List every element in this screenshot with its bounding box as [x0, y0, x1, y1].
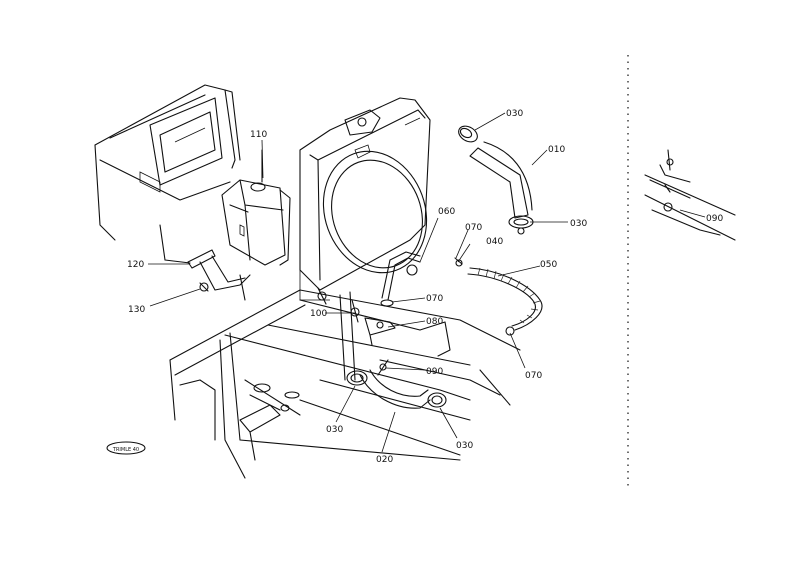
label-120: 120	[127, 260, 144, 270]
lower-hose	[346, 359, 447, 409]
reserve-tank	[221, 149, 291, 266]
upper-hose	[458, 125, 534, 235]
label-030-lower-right: 030	[456, 441, 473, 451]
label-090: 090	[426, 367, 443, 377]
label-100: 100	[310, 309, 327, 319]
label-130: 130	[128, 305, 145, 315]
label-070-bottom: 070	[525, 371, 542, 381]
label-030-top: 030	[506, 109, 523, 119]
leader-lines	[148, 112, 706, 453]
overflow-hoses	[380, 251, 543, 336]
stamp-text: TRIMLE 40	[112, 447, 139, 453]
label-060: 060	[438, 207, 455, 217]
label-030-right: 030	[570, 219, 587, 229]
detail-inset	[644, 149, 736, 241]
label-070-mid: 070	[426, 294, 443, 304]
mount-bracket	[317, 287, 451, 357]
tank-bracket	[159, 224, 251, 301]
label-040: 040	[486, 237, 503, 247]
tractor-body-outline	[94, 84, 241, 241]
label-080: 080	[426, 317, 443, 327]
stamp: TRIMLE 40	[106, 441, 146, 455]
label-050: 050	[540, 260, 557, 270]
chassis-frame	[169, 289, 521, 479]
label-070-top: 070	[465, 223, 482, 233]
part-labels: 030 010 030 060 070 040 050 070 080 070 …	[127, 109, 723, 465]
radiator	[299, 97, 431, 301]
label-090-inset: 090	[706, 214, 723, 224]
label-020: 020	[376, 455, 393, 465]
label-030-lower-left: 030	[326, 425, 343, 435]
label-010: 010	[548, 145, 565, 155]
label-110: 110	[250, 130, 267, 140]
